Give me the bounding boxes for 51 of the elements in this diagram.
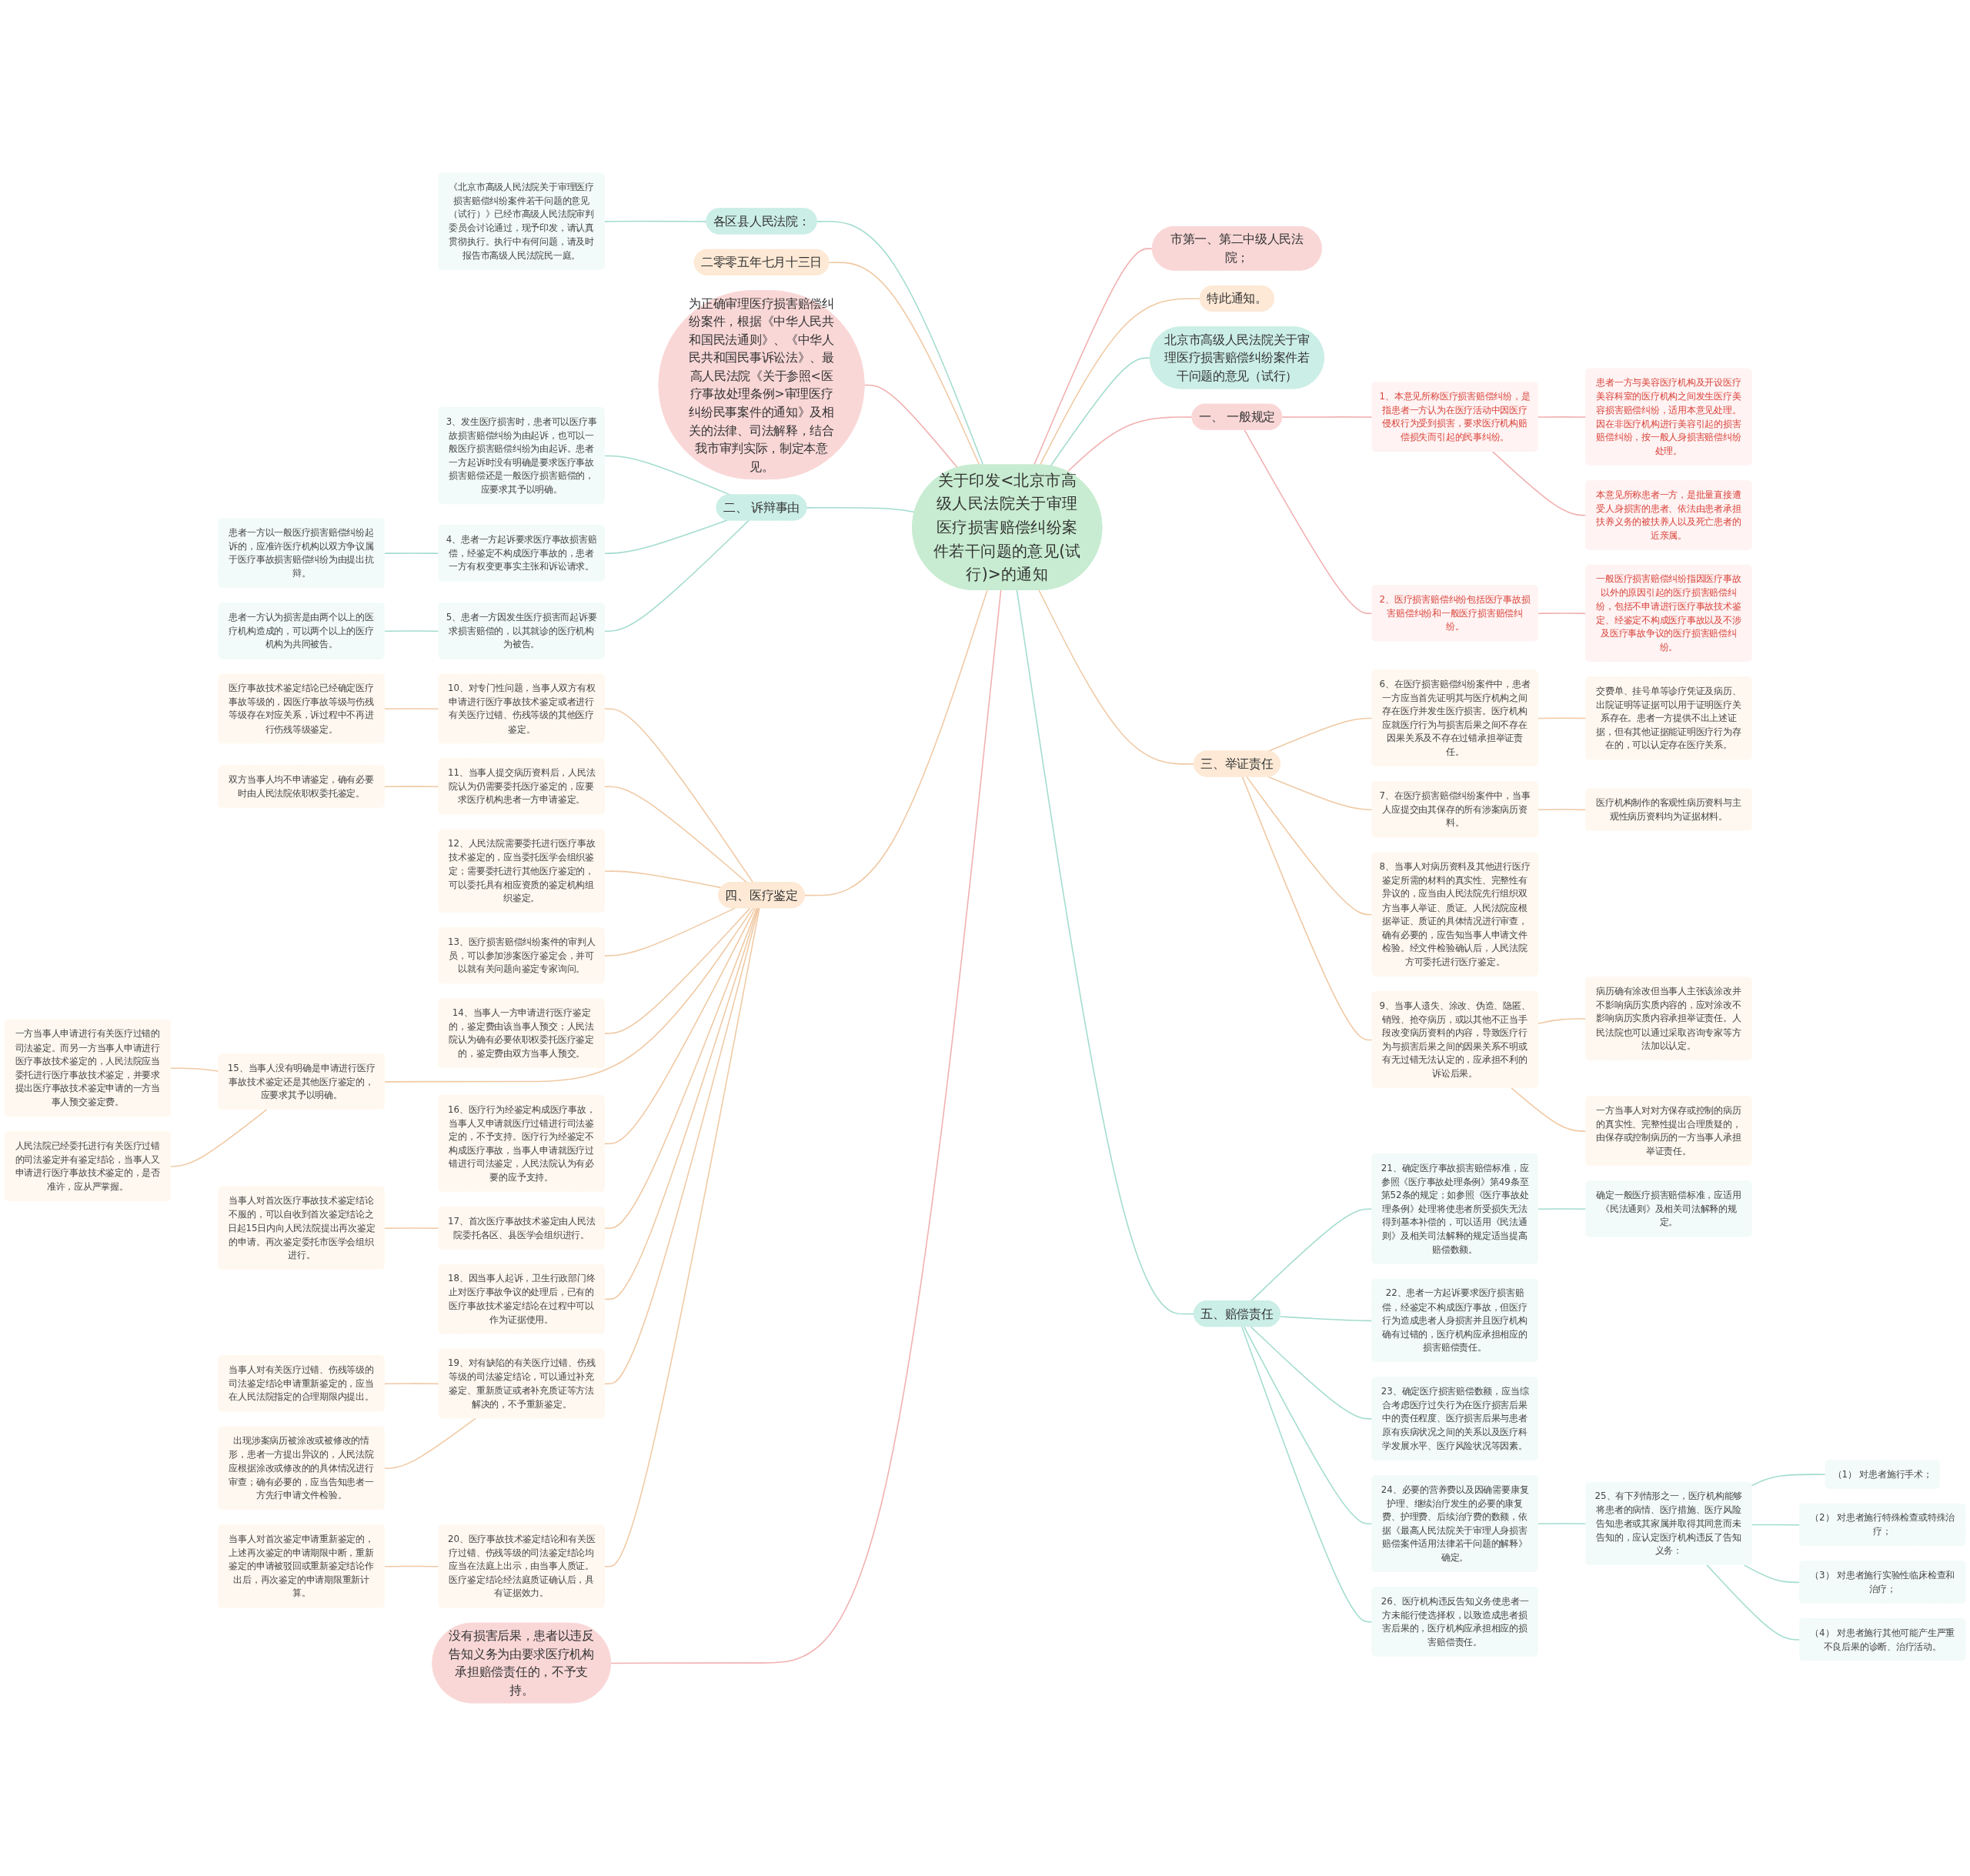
- connector: [603, 907, 758, 1230]
- connector: [1246, 776, 1374, 916]
- connector: [603, 907, 760, 1385]
- connector: [816, 221, 984, 466]
- connector: [169, 1109, 268, 1167]
- connector: [603, 907, 760, 1567]
- connector: [603, 907, 736, 956]
- connector: [603, 907, 751, 1034]
- connector: [383, 552, 440, 554]
- connector: [1016, 589, 1195, 1315]
- connector: [1244, 429, 1374, 614]
- connector: [1241, 1326, 1374, 1623]
- connector: [383, 630, 440, 633]
- connector: [169, 1067, 220, 1073]
- connector: [1706, 1564, 1801, 1641]
- connector: [1241, 776, 1374, 1041]
- connector: [1281, 416, 1374, 418]
- connector: [383, 907, 754, 1083]
- connector: [603, 870, 723, 889]
- connector: [1743, 1564, 1801, 1584]
- connector: [863, 384, 958, 469]
- connector: [1279, 1316, 1374, 1322]
- connector: [383, 1417, 476, 1469]
- connector: [806, 506, 916, 513]
- connector: [603, 708, 754, 883]
- connector: [828, 262, 980, 466]
- connector: [383, 708, 440, 710]
- connector: [603, 519, 750, 633]
- connector: [603, 907, 759, 1300]
- connector: [1267, 717, 1374, 753]
- connector: [383, 786, 440, 788]
- connector: [1250, 1326, 1374, 1420]
- connector: [804, 589, 988, 896]
- connector: [383, 1383, 440, 1385]
- connector: [1267, 776, 1374, 811]
- connector: [603, 519, 728, 554]
- connector: [1050, 357, 1151, 467]
- connector: [383, 1227, 440, 1230]
- connector: [1039, 298, 1201, 466]
- connector: [1067, 416, 1194, 472]
- connector: [1250, 1208, 1374, 1302]
- connector: [610, 589, 1002, 1664]
- connector: [383, 1565, 440, 1567]
- connector: [1751, 1474, 1827, 1487]
- connector: [603, 907, 756, 1145]
- connector: [603, 220, 708, 222]
- connector: [1751, 1524, 1801, 1526]
- connector: [1243, 1326, 1374, 1525]
- connector: [603, 786, 748, 883]
- connector: [1038, 589, 1195, 765]
- connector: [1033, 248, 1154, 466]
